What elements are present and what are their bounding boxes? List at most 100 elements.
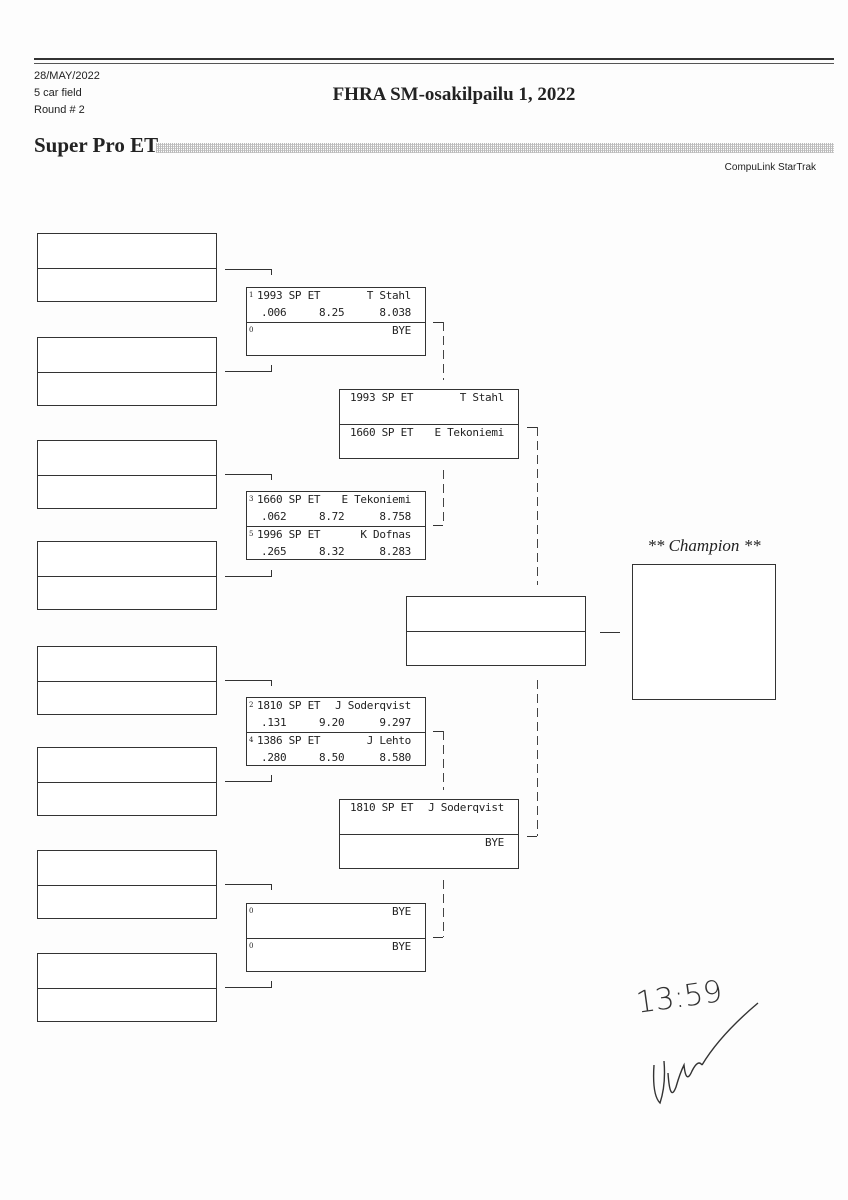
entry-times: .006 8.25 8.038 [247,306,425,322]
dotted-band [156,143,834,153]
lane-number: 0 [249,325,254,334]
round1-box [37,337,217,406]
event-date: 28/MAY/2022 [34,70,100,82]
dial-in: 8.32 [319,544,345,558]
reaction-time: .265 [261,544,287,558]
slot-top [38,441,216,475]
elapsed-time: 8.038 [379,306,411,319]
elapsed-time: 9.297 [379,716,411,729]
entry-line: BYE [247,940,425,956]
reaction-time: .006 [261,306,287,319]
car-number: 1386 SP ET [257,733,321,747]
lane-number: 4 [249,735,254,744]
dashed-connector [443,880,444,937]
round1-box [37,953,217,1022]
connector [271,365,272,371]
lane-number: 3 [249,495,254,503]
entry-times: .265 8.32 8.283 [247,545,425,561]
entry-line: 1993 SP ET T Stahl [247,289,425,305]
reaction-time: .131 [261,716,287,729]
connector [225,269,272,270]
lane-number: 5 [249,529,254,538]
connector [271,474,272,480]
lane-number: 0 [249,941,254,950]
dashed-connector [537,427,538,585]
slot-top [38,542,216,576]
entry-times [247,341,425,357]
slot-top [38,234,216,268]
driver-name: J Soderqvist [428,801,504,814]
connector [600,632,620,633]
driver-name: J Lehto [366,733,412,747]
driver-name: BYE [485,836,504,849]
driver-name: T Stahl [459,391,505,404]
connector [271,269,272,275]
dial-in: 8.25 [319,306,345,319]
brand-label: CompuLink StarTrak [724,162,816,173]
round1-box [37,850,217,919]
lane-number: 0 [249,907,254,915]
handwritten-signature [652,1002,759,1105]
slot-bottom [38,267,216,302]
slot-bottom [38,371,216,406]
final-matchup [406,596,586,666]
car-number: 1993 SP ET [257,289,321,302]
dial-in: 8.72 [319,510,345,523]
slot-bottom [38,575,216,610]
slot-bottom [407,631,585,665]
entry-line: 1660 SP ET E Tekoniemi [340,426,518,442]
driver-name: T Stahl [366,289,412,302]
connector [225,680,272,681]
driver-name: K Dofnas [360,527,411,541]
driver-name: E Tekoniemi [341,493,411,506]
slot-top [407,597,585,631]
elapsed-time: 8.758 [379,510,411,523]
connector [271,775,272,781]
connector [433,731,443,732]
connector [527,427,537,428]
slot-top [38,851,216,885]
driver-name: E Tekoniemi [434,426,504,439]
dashed-connector [537,680,538,836]
connector [271,884,272,890]
connector [225,781,272,782]
entry-line: 1810 SP ET J Soderqvist [340,801,518,817]
connector [225,371,272,372]
round-number: Round # 2 [34,104,85,116]
slot-bottom: BYE [340,834,518,868]
elapsed-time: 8.283 [379,544,411,558]
entry-line: BYE [340,836,518,852]
slot-top [38,338,216,372]
connector [271,680,272,686]
entry-line: BYE [247,905,425,921]
champion-label: ** Champion ** [647,536,761,555]
class-title: Super Pro ET [34,133,159,157]
slot-bottom [38,781,216,816]
slot-bottom [38,474,216,509]
connector [433,322,443,323]
car-number: 1660 SP ET [257,493,321,506]
reaction-time: .280 [261,750,287,764]
connector [433,525,443,526]
champion-box [632,564,776,700]
car-number: 1660 SP ET [350,426,414,439]
entry-line: BYE [247,324,425,340]
slot-top [38,647,216,681]
connector [271,570,272,576]
car-number: 1810 SP ET [350,801,414,814]
driver-name: BYE [392,323,411,337]
slot-bottom [38,987,216,1022]
elapsed-time: 8.580 [379,750,411,764]
